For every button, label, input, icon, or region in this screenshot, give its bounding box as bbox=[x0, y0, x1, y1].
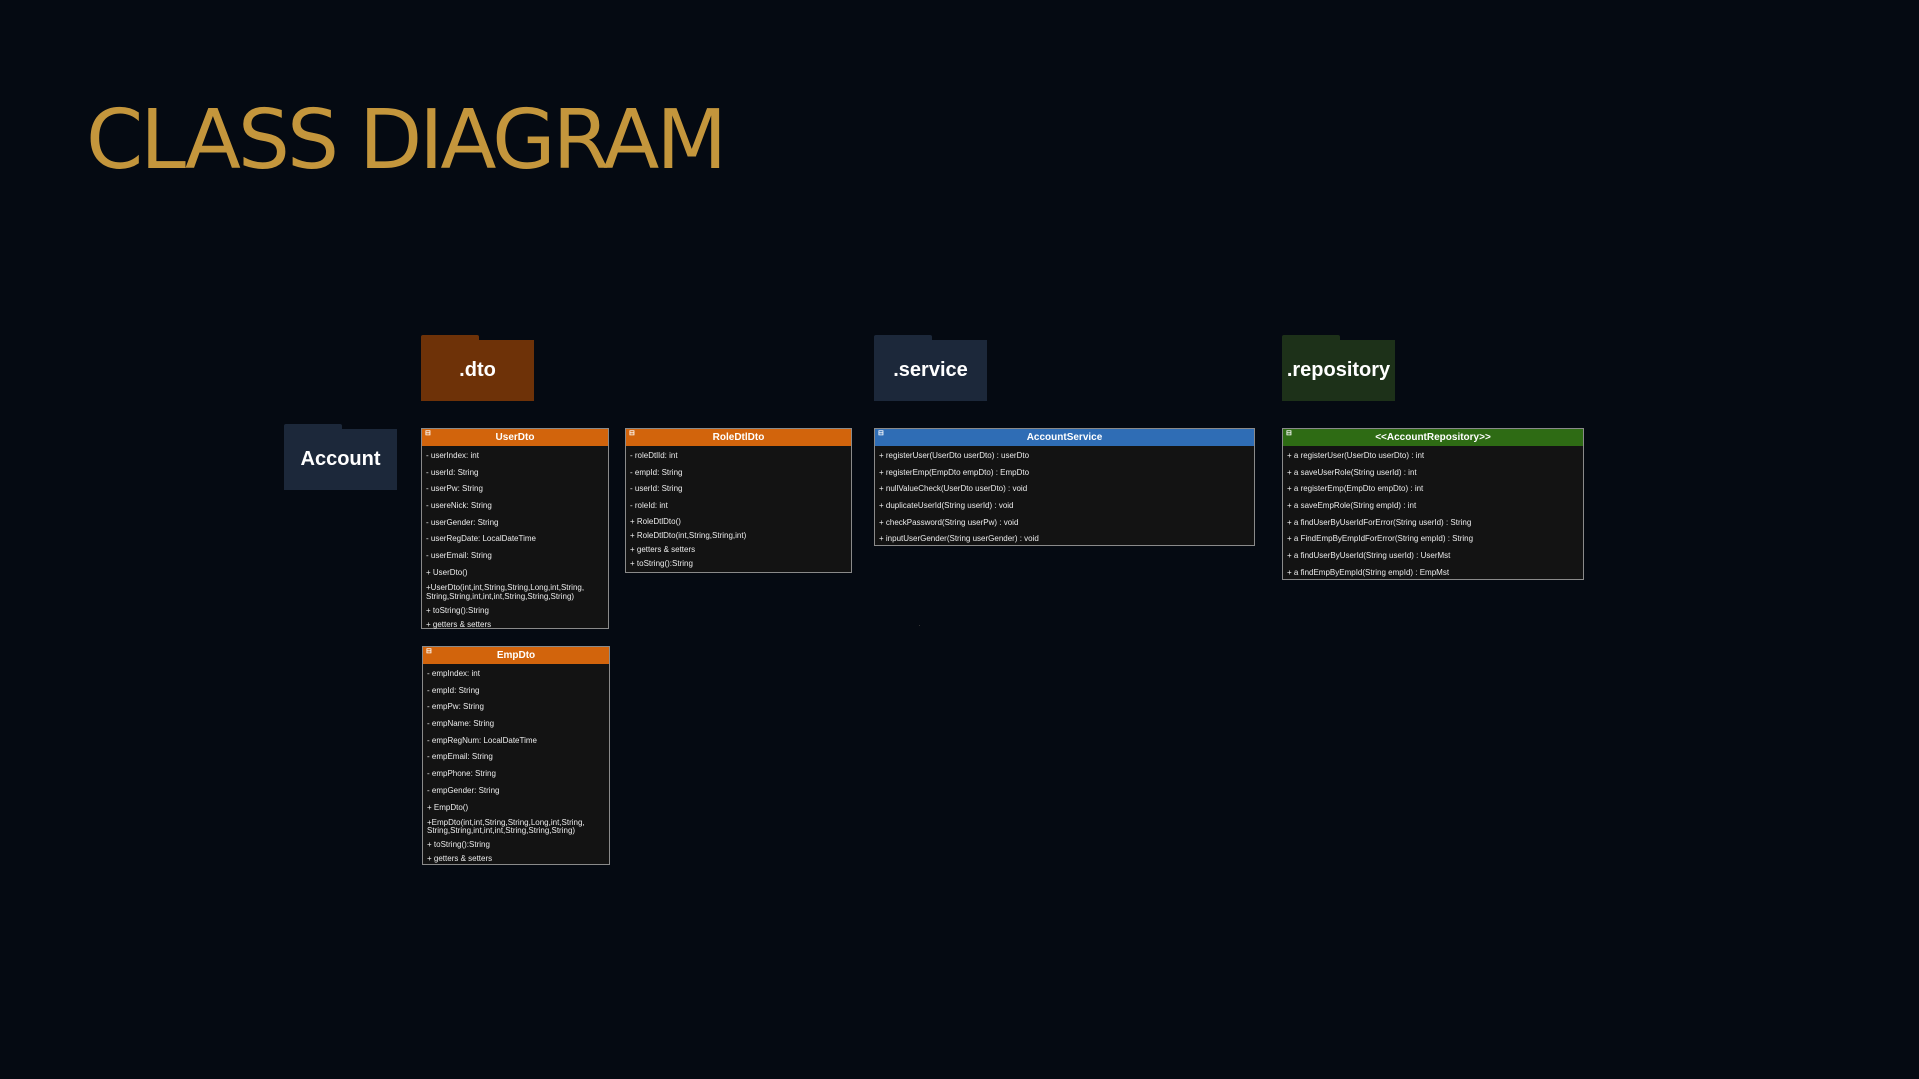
class-member: + a registerUser(UserDto userDto) : int bbox=[1287, 451, 1425, 460]
class-member: + a FindEmpByEmpIdForError(String empId)… bbox=[1287, 534, 1474, 544]
class-name: RoleDtlDto bbox=[712, 432, 765, 443]
class-name: <<AccountRepository>> bbox=[1375, 432, 1491, 443]
collapse-icon: ⊟ bbox=[1286, 430, 1292, 437]
class-member: - userRegDate: LocalDateTime bbox=[426, 534, 536, 544]
class-member: - userGender: String bbox=[426, 517, 499, 527]
class-member: - empName: String bbox=[427, 719, 495, 729]
class-member: + EmpDto() bbox=[427, 802, 469, 812]
empdto-class-box: ⊟ EmpDto - empIndex: int - empId: String… bbox=[422, 646, 610, 865]
roledtldto-class-header: ⊟ RoleDtlDto bbox=[626, 429, 851, 446]
repository-package-label: .repository bbox=[1282, 340, 1395, 401]
folder-tab bbox=[284, 424, 342, 430]
class-member: + a saveEmpRole(String empId) : int bbox=[1287, 501, 1417, 511]
accountservice-class-box: ⊟ AccountService + registerUser(UserDto … bbox=[874, 428, 1255, 546]
class-member: - empRegNum: LocalDateTime bbox=[427, 735, 537, 745]
class-member: + toString():String bbox=[427, 840, 490, 850]
collapse-icon: ⊟ bbox=[629, 430, 635, 437]
class-member: - userId: String bbox=[426, 467, 479, 477]
class-member: + checkPassword(String userPw) : void bbox=[879, 517, 1019, 527]
class-member: - empPhone: String bbox=[427, 769, 496, 779]
class-member: - empEmail: String bbox=[427, 752, 493, 762]
class-name: EmpDto bbox=[496, 650, 536, 661]
class-member: + getters & setters bbox=[630, 544, 696, 554]
userdto-class-box: ⊟ UserDto - userIndex: int - userId: Str… bbox=[421, 428, 609, 629]
class-member: - userEmail: String bbox=[426, 551, 492, 561]
class-name: AccountService bbox=[1026, 432, 1103, 443]
class-member: + RoleDtlDto() bbox=[630, 516, 681, 526]
folder-tab bbox=[874, 335, 932, 341]
class-member: +UserDto(int,int,String,String,Long,int,… bbox=[426, 583, 585, 601]
class-member: - userId: String bbox=[630, 484, 683, 494]
class-member: + a saveUserRole(String userId) : int bbox=[1287, 467, 1417, 477]
account-package-label: Account bbox=[284, 429, 397, 490]
class-member: - userIndex: int bbox=[426, 451, 479, 460]
accountservice-class-header: ⊟ AccountService bbox=[875, 429, 1254, 446]
class-member: +EmpDto(int,int,String,String,Long,int,S… bbox=[427, 817, 585, 836]
class-member: + toString():String bbox=[630, 558, 693, 568]
repository-package-folder: .repository bbox=[1282, 335, 1395, 401]
class-member: + toString():String bbox=[426, 605, 489, 615]
folder-tab bbox=[421, 335, 479, 341]
collapse-icon: ⊟ bbox=[425, 430, 431, 437]
service-package-folder: .service bbox=[874, 335, 987, 401]
class-member: - empId: String bbox=[427, 685, 480, 695]
class-member: + duplicateUserId(String userId) : void bbox=[879, 501, 1014, 511]
class-member: - empPw: String bbox=[427, 702, 484, 712]
class-member: + RoleDtlDto(int,String,String,int) bbox=[630, 530, 747, 540]
empdto-class-header: ⊟ EmpDto bbox=[423, 647, 609, 664]
class-member: - userPw: String bbox=[426, 484, 483, 494]
folder-tab bbox=[1282, 335, 1340, 341]
class-member: + registerEmp(EmpDto empDto) : EmpDto bbox=[879, 467, 1030, 477]
roledtldto-class-box: ⊟ RoleDtlDto - roleDtlId: int - empId: S… bbox=[625, 428, 852, 573]
class-member: + a registerEmp(EmpDto empDto) : int bbox=[1287, 484, 1424, 494]
class-member: + inputUserGender(String userGender) : v… bbox=[879, 534, 1039, 544]
class-member: + UserDto() bbox=[426, 567, 468, 577]
userdto-class-header: ⊟ UserDto bbox=[422, 429, 608, 446]
accountrepository-class-box: ⊟ <<AccountRepository>> + a registerUser… bbox=[1282, 428, 1584, 580]
class-member: + a findEmpByEmpId(String empId) : EmpMs… bbox=[1287, 567, 1450, 577]
account-package-folder: Account bbox=[284, 424, 397, 490]
stray-dot bbox=[919, 625, 920, 626]
class-member: - empGender: String bbox=[427, 785, 500, 795]
class-name: UserDto bbox=[495, 432, 535, 443]
page-title: CLASS DIAGRAM bbox=[86, 93, 727, 188]
service-package-label: .service bbox=[874, 340, 987, 401]
class-member: + getters & setters bbox=[426, 619, 492, 629]
dto-package-folder: .dto bbox=[421, 335, 534, 401]
accountrepository-class-header: ⊟ <<AccountRepository>> bbox=[1283, 429, 1583, 446]
class-member: + a findUserByUserIdForError(String user… bbox=[1287, 517, 1472, 527]
collapse-icon: ⊟ bbox=[878, 430, 884, 437]
dto-package-label: .dto bbox=[421, 340, 534, 401]
collapse-icon: ⊟ bbox=[426, 648, 432, 655]
class-member: - roleId: int bbox=[630, 501, 668, 511]
class-member: - empIndex: int bbox=[427, 669, 480, 678]
class-member: + a findUserByUserId(String userId) : Us… bbox=[1287, 551, 1451, 561]
class-member: - empId: String bbox=[630, 467, 683, 477]
class-member: - usereNick: String bbox=[426, 501, 492, 511]
class-member: + getters & setters bbox=[427, 854, 493, 864]
class-member: + registerUser(UserDto userDto) : userDt… bbox=[879, 451, 1030, 460]
class-member: - roleDtlId: int bbox=[630, 451, 678, 460]
class-member: + nullValueCheck(UserDto userDto) : void bbox=[879, 484, 1028, 494]
